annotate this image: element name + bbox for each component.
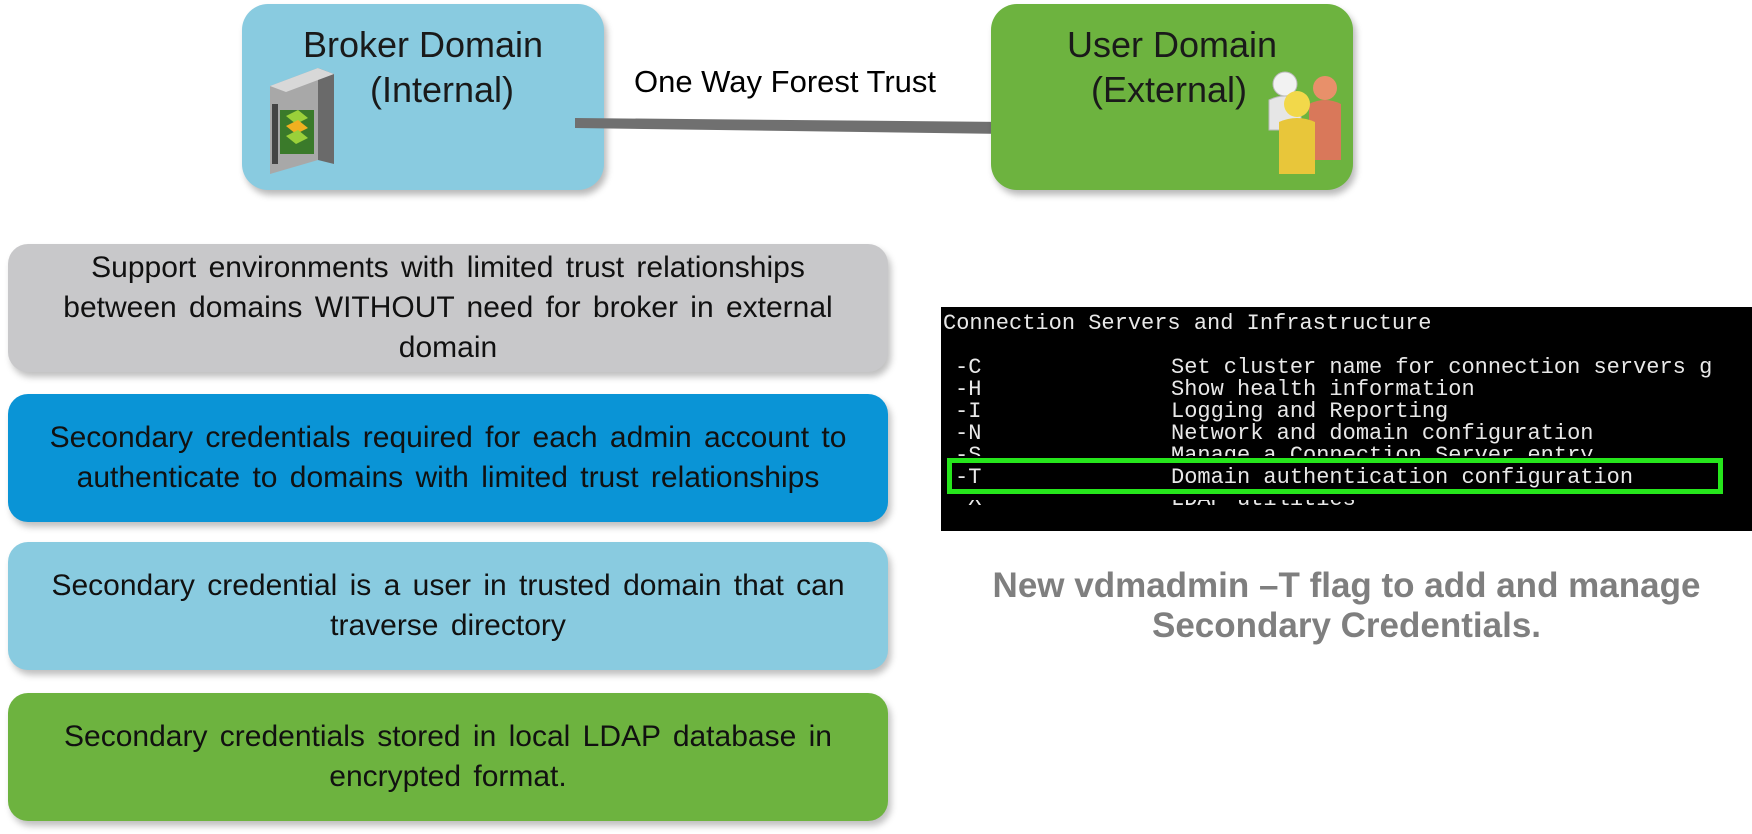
console-desc: Network and domain configuration xyxy=(1171,421,1594,446)
console-desc: Set cluster name for connection servers … xyxy=(1171,355,1713,380)
console-header: Connection Servers and Infrastructure xyxy=(943,311,1432,336)
secondary-credential-user-box: Secondary credential is a user in truste… xyxy=(8,542,888,670)
user-domain-title: User Domain xyxy=(1066,24,1278,65)
console-flag: -I xyxy=(955,399,982,424)
console-flag: -N xyxy=(955,421,982,446)
console-desc: Manage a Connection Server entry xyxy=(1171,443,1594,468)
broker-domain-box: Broker Domain (Internal) xyxy=(242,4,604,190)
trust-label: One Way Forest Trust xyxy=(633,64,937,99)
users-icon xyxy=(1268,71,1341,174)
console-desc-highlighted: Domain authentication configuration xyxy=(1171,465,1634,490)
broker-domain-subtitle: (Internal) xyxy=(369,69,515,110)
broker-domain-title: Broker Domain xyxy=(302,24,544,65)
limited-trust-box: Support environments with limited trust … xyxy=(8,244,888,372)
console-desc: Show health information xyxy=(1171,377,1475,402)
console-flag: -S xyxy=(955,443,982,468)
console-desc: LDAP utilities xyxy=(1171,487,1356,512)
highlight-rectangle xyxy=(947,458,1723,494)
user-domain-subtitle: (External) xyxy=(1090,69,1248,110)
secondary-credentials-required-box: Secondary credentials required for each … xyxy=(8,394,888,522)
console-flag: -H xyxy=(955,377,982,402)
trust-arrow xyxy=(575,114,1040,142)
console-screenshot: Connection Servers and Infrastructure -C… xyxy=(941,307,1752,531)
user-domain-box: User Domain (External) xyxy=(991,4,1353,190)
ldap-storage-box: Secondary credentials stored in local LD… xyxy=(8,693,888,821)
server-icon xyxy=(270,68,334,174)
console-flag: -C xyxy=(955,355,982,380)
console-desc: Logging and Reporting xyxy=(1171,399,1449,424)
caption: New vdmadmin –T flag to add and manage S… xyxy=(992,566,1701,645)
console-flag-highlighted: -T xyxy=(955,465,982,490)
console-flag: -X xyxy=(955,487,982,512)
